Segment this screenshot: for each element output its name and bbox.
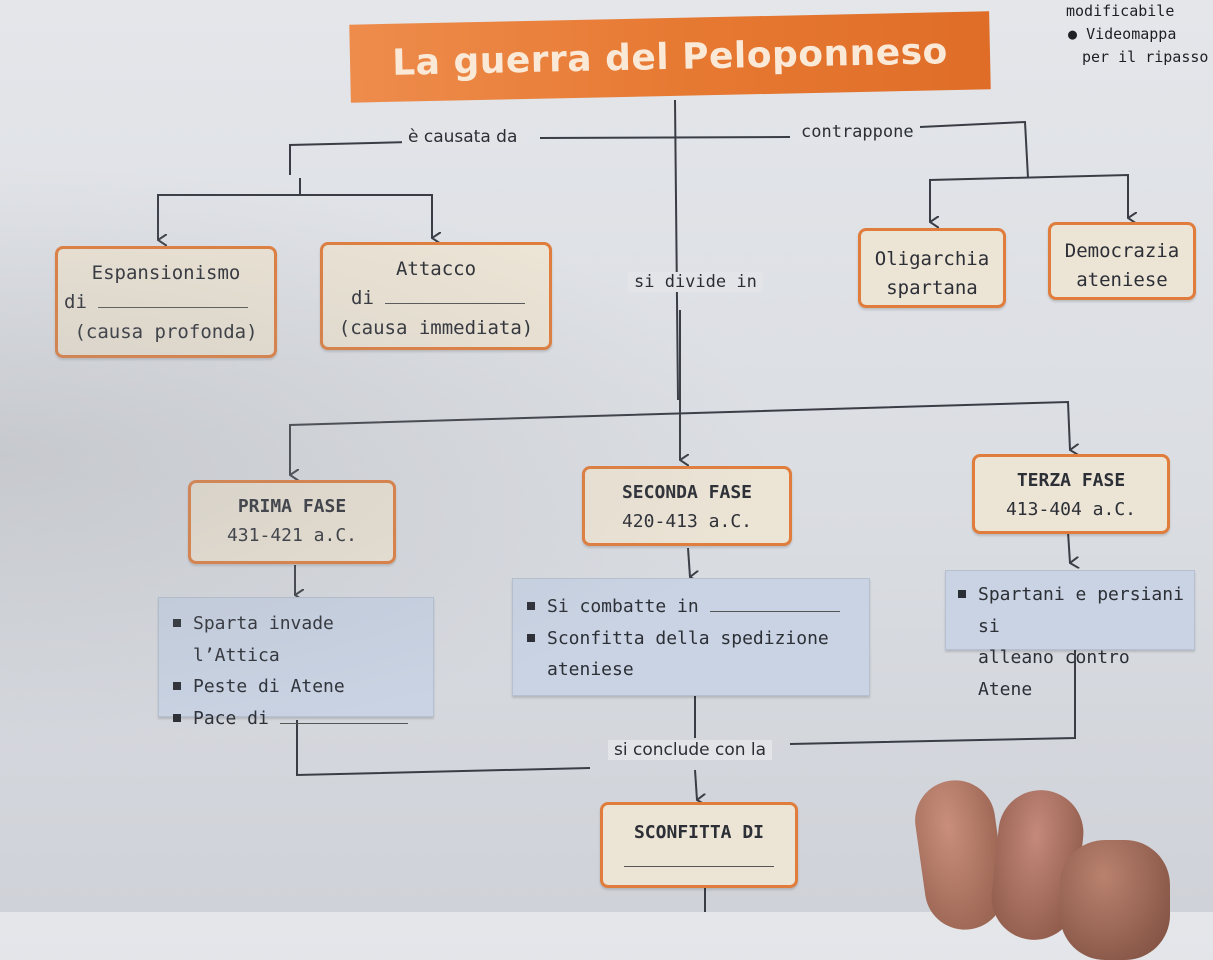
note-modificabile: modificabile bbox=[1066, 2, 1175, 20]
cause-box-attacco: Attacco di (causa immediata) bbox=[320, 242, 552, 350]
list-item-continued: ateniese bbox=[547, 659, 634, 680]
connector-lines bbox=[157, 99, 1213, 912]
list-item: Sparta invade l’Attica bbox=[167, 608, 425, 671]
democrazia-line2: ateniese bbox=[1076, 268, 1168, 291]
phase-title: TERZA FASE bbox=[1016, 470, 1126, 491]
cause-title: Attacco bbox=[395, 258, 477, 280]
conclusion-box: SCONFITTA DI bbox=[600, 802, 798, 888]
page-title: La guerra del Peloponneso bbox=[391, 30, 949, 84]
cause-box-espansionismo: Espansionismo di (causa profonda) bbox=[55, 246, 277, 358]
cause-type: (causa profonda) bbox=[74, 320, 258, 343]
fill-blank[interactable] bbox=[98, 293, 249, 309]
bullet-icon: ● bbox=[1068, 25, 1087, 43]
fill-blank[interactable] bbox=[385, 289, 526, 305]
phase-dates: 413-404 a.C. bbox=[1005, 498, 1137, 520]
phase-title: PRIMA FASE bbox=[237, 496, 347, 517]
list-item: Spartani e persiani si bbox=[952, 579, 1188, 642]
box-oligarchia: Oligarchia spartana bbox=[858, 228, 1006, 308]
democrazia-line1: Democrazia bbox=[1064, 240, 1180, 262]
phase-title: SECONDA FASE bbox=[621, 482, 753, 503]
videomappa-link[interactable]: ● Videomappa bbox=[1068, 25, 1176, 43]
box-democrazia: Democrazia ateniese bbox=[1048, 222, 1196, 300]
details-terza: Spartani e persiani si alleano contro At… bbox=[945, 570, 1195, 700]
label-conclude: si conclude con la bbox=[608, 740, 773, 760]
cause-type: (causa immediata) bbox=[338, 316, 534, 339]
details-seconda: Si combatte in Sconfitta della spedizion… bbox=[512, 578, 870, 696]
list-item: Sconfitta della spedizione bbox=[521, 623, 861, 655]
hand-image bbox=[1060, 840, 1170, 960]
cause-blank-line: di bbox=[323, 284, 549, 313]
label-divide: si divide in bbox=[628, 272, 763, 292]
label-causata: è causata da bbox=[402, 127, 524, 147]
cause-blank-line: di bbox=[58, 288, 274, 317]
list-item: Peste di Atene bbox=[167, 671, 425, 703]
phase-box-prima: PRIMA FASE 431-421 a.C. bbox=[188, 480, 396, 564]
phase-box-terza: TERZA FASE 413-404 a.C. bbox=[972, 454, 1170, 534]
phase-dates: 431-421 a.C. bbox=[226, 524, 358, 546]
conclusion-title: SCONFITTA DI bbox=[633, 822, 765, 843]
fill-blank[interactable] bbox=[709, 597, 840, 612]
videomappa-label: Videomappa bbox=[1086, 25, 1177, 43]
phase-dates: 420-413 a.C. bbox=[621, 510, 753, 532]
conclusion-blank-line bbox=[603, 847, 795, 876]
list-item: Si combatte in bbox=[521, 591, 861, 623]
list-item-continued: alleano contro Atene bbox=[978, 647, 1130, 700]
oligarchia-line1: Oligarchia bbox=[874, 248, 990, 270]
oligarchia-line2: spartana bbox=[886, 276, 978, 299]
phase-box-seconda: SECONDA FASE 420-413 a.C. bbox=[582, 466, 792, 546]
label-contrappone: contrappone bbox=[795, 122, 920, 142]
list-item: Pace di bbox=[167, 703, 425, 735]
cause-title: Espansionismo bbox=[91, 262, 241, 284]
details-prima: Sparta invade l’Attica Peste di Atene Pa… bbox=[158, 597, 434, 729]
fill-blank[interactable] bbox=[279, 709, 408, 724]
title-banner: La guerra del Peloponneso bbox=[349, 11, 991, 103]
fill-blank[interactable] bbox=[624, 852, 774, 867]
note-ripasso: per il ripasso bbox=[1082, 48, 1209, 66]
